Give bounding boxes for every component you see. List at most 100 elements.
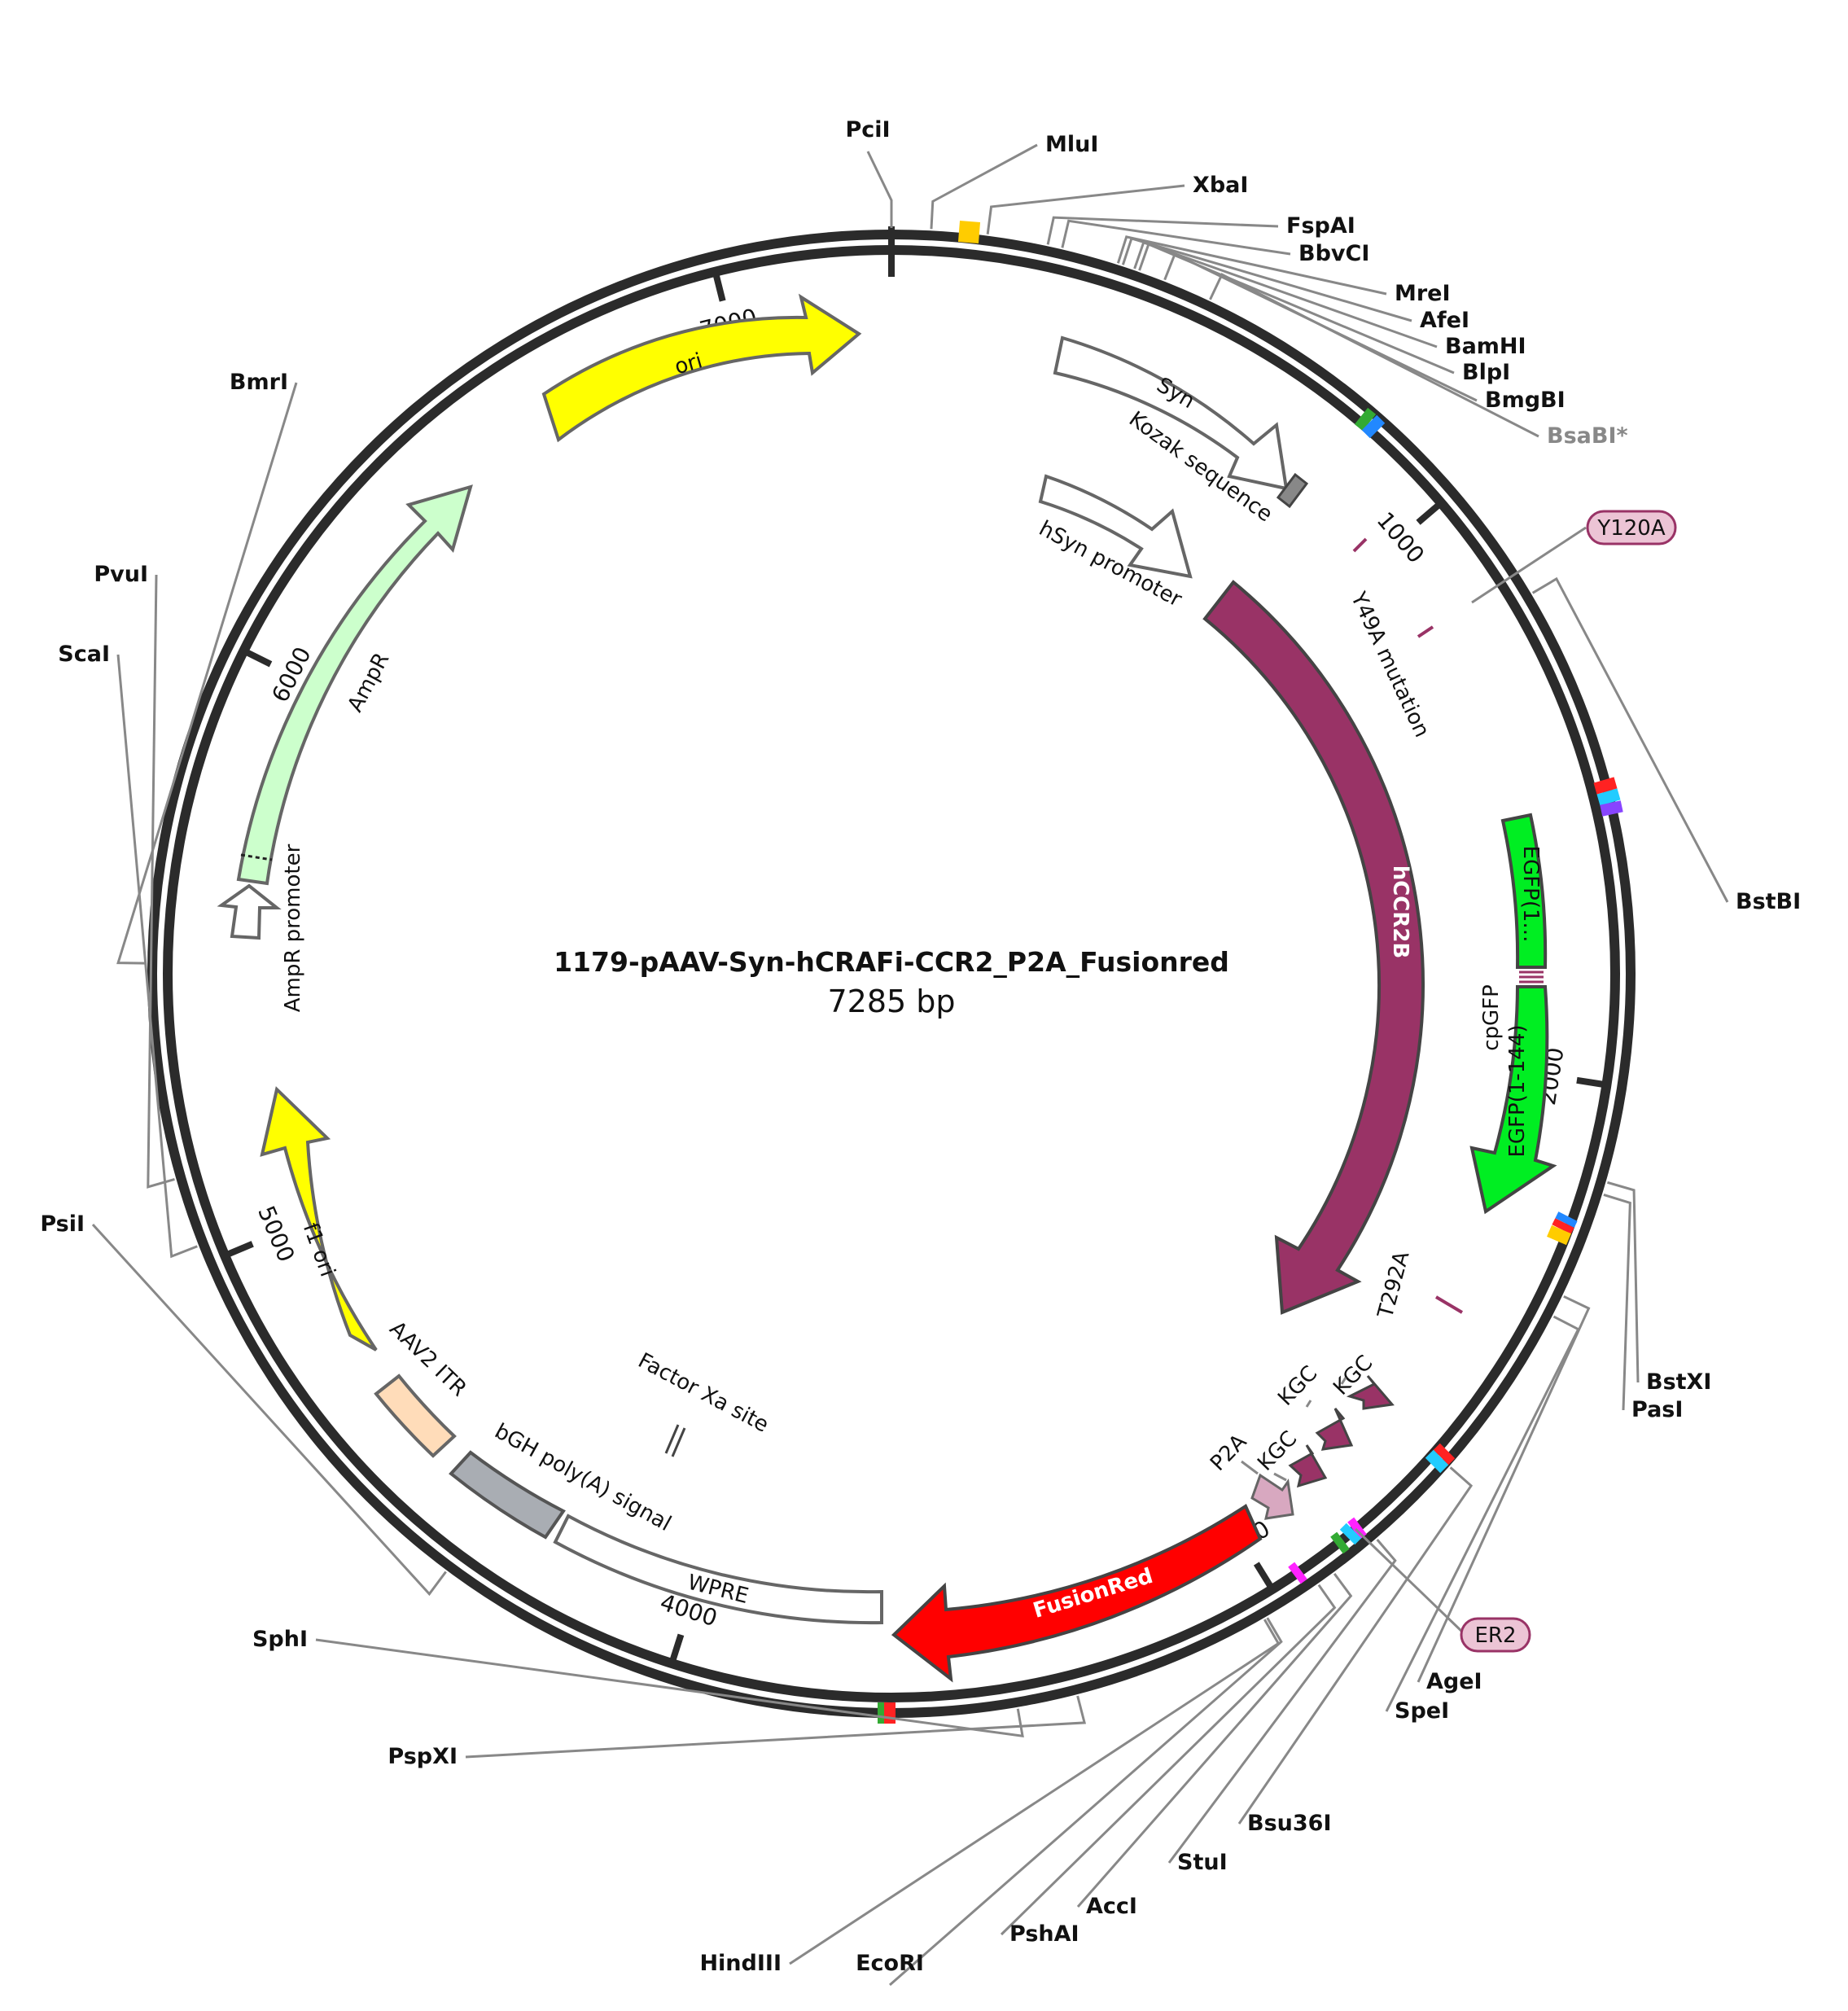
feature-f1-ori-label: f1 ori bbox=[298, 1220, 339, 1280]
enzyme-leader-pasi bbox=[1603, 1193, 1631, 1411]
enzyme-label-bsu36i[interactable]: Bsu36I bbox=[1247, 1811, 1332, 1836]
enzyme-label-bbvci[interactable]: BbvCI bbox=[1298, 241, 1369, 266]
tick-label-5000: 5000 bbox=[252, 1202, 300, 1265]
feature-fusionred[interactable] bbox=[891, 1504, 1263, 1683]
site-marker-pasi-3 bbox=[1547, 1225, 1571, 1246]
enzyme-label-mlui[interactable]: MluI bbox=[1045, 132, 1098, 157]
enzyme-leader-bstbi bbox=[1531, 576, 1729, 903]
tick-5000 bbox=[227, 1241, 254, 1257]
feature-egfp-1[interactable] bbox=[1500, 813, 1548, 969]
enzyme-label-psii[interactable]: PsiI bbox=[40, 1211, 85, 1237]
plasmid-name: 1179-pAAV-Syn-hCRAFi-CCR2_P2A_Fusionred bbox=[554, 946, 1229, 978]
enzyme-label-pspxi[interactable]: PspXI bbox=[388, 1744, 458, 1769]
t292a-label: T292A bbox=[1373, 1249, 1415, 1321]
feature-kgc-1[interactable] bbox=[1346, 1375, 1395, 1410]
kgc-leaders bbox=[1273, 1377, 1347, 1482]
er2-leader bbox=[1354, 1527, 1465, 1635]
enzyme-leader-pvui bbox=[147, 574, 175, 1189]
enzyme-leader-mrei bbox=[1116, 235, 1387, 296]
enzyme-label-bsabi[interactable]: BsaBI* bbox=[1547, 423, 1628, 449]
enzyme-leader-pcii bbox=[866, 151, 893, 228]
feature-ampr[interactable] bbox=[236, 484, 473, 886]
y120a-leader bbox=[1471, 526, 1587, 604]
p2a-leader bbox=[1241, 1460, 1259, 1475]
p2a-label: P2A bbox=[1206, 1430, 1251, 1476]
feature-wpre[interactable] bbox=[553, 1514, 883, 1625]
site-marker-pasi-2 bbox=[1555, 1211, 1578, 1228]
feature-hccr2b[interactable] bbox=[1202, 580, 1425, 1315]
feature-ampr-promoter[interactable] bbox=[217, 883, 282, 940]
feature-syn[interactable] bbox=[1053, 335, 1289, 491]
enzyme-leader-stui bbox=[1167, 1539, 1397, 1864]
enzyme-label-pvui[interactable]: PvuI bbox=[94, 562, 148, 587]
enzyme-leader-agei bbox=[1417, 1295, 1591, 1683]
enzyme-label-blpi[interactable]: BlpI bbox=[1462, 360, 1510, 385]
enzyme-label-stui[interactable]: StuI bbox=[1177, 1850, 1228, 1875]
enzyme-leader-blpi bbox=[1138, 243, 1455, 375]
enzyme-label-pasi[interactable]: PasI bbox=[1631, 1397, 1683, 1422]
site-marker-bstbi-1 bbox=[1593, 777, 1618, 795]
enzyme-leader-pspxi bbox=[465, 1695, 1087, 1759]
enzyme-label-bstxi[interactable]: BstXI bbox=[1646, 1369, 1711, 1395]
enzyme-leader-bamhi bbox=[1133, 240, 1438, 348]
tick-1000 bbox=[1416, 502, 1440, 525]
site-marker-agei-2 bbox=[1425, 1449, 1449, 1474]
enzyme-label-afei[interactable]: AfeI bbox=[1420, 308, 1469, 333]
enzyme-label-bamhi[interactable]: BamHI bbox=[1445, 334, 1526, 359]
enzyme-leader-bsabi bbox=[1209, 273, 1539, 438]
site-marker-pasi-1 bbox=[1552, 1218, 1574, 1234]
feature-kgc-3[interactable] bbox=[1288, 1444, 1328, 1488]
enzyme-label-hindiii[interactable]: HindIII bbox=[699, 1951, 782, 1976]
tick-7000 bbox=[713, 274, 726, 302]
feature-ori[interactable] bbox=[541, 293, 862, 443]
feature-f1-ori[interactable] bbox=[260, 1086, 378, 1352]
enzyme-label-pshai[interactable]: PshAI bbox=[1009, 1921, 1079, 1947]
feature-egfp-144[interactable] bbox=[1469, 985, 1557, 1215]
enzyme-label-spei[interactable]: SpeI bbox=[1395, 1698, 1449, 1724]
feature-aav2-itr[interactable] bbox=[374, 1374, 457, 1458]
kgc-label-2: KGC bbox=[1273, 1361, 1322, 1411]
feature-hccr2b-label: hCCR2B bbox=[1388, 865, 1412, 959]
enzyme-leader-bsu36i bbox=[1237, 1466, 1474, 1825]
enzyme-label-bmgbi[interactable]: BmgBI bbox=[1485, 388, 1566, 413]
enzyme-label-xbai[interactable]: XbaI bbox=[1193, 173, 1248, 198]
enzyme-label-fspai[interactable]: FspAI bbox=[1286, 213, 1355, 239]
enzyme-label-bmri[interactable]: BmrI bbox=[230, 370, 288, 395]
enzyme-label-acci[interactable]: AccI bbox=[1086, 1894, 1137, 1919]
enzyme-leader-spei bbox=[1385, 1315, 1580, 1712]
feature-egfp-144-label: EGFP(1-144) bbox=[1505, 1024, 1530, 1157]
enzyme-leader-hindiii bbox=[789, 1619, 1281, 1965]
badge-y120a[interactable]: Y120A bbox=[1586, 510, 1677, 545]
enzyme-leader-bmgbi bbox=[1163, 252, 1478, 402]
enzyme-label-scai[interactable]: ScaI bbox=[58, 642, 110, 667]
site-marker-spei-2 bbox=[1339, 1522, 1362, 1545]
enzyme-label-sphi[interactable]: SphI bbox=[252, 1627, 308, 1652]
enzyme-leader-sphi bbox=[315, 1638, 1024, 1738]
badge-er2[interactable]: ER2 bbox=[1460, 1617, 1531, 1653]
feature-ampr-promoter-label: AmpR promoter bbox=[281, 843, 305, 1012]
site-marker-mlui bbox=[957, 221, 981, 243]
feature-kgc-2[interactable] bbox=[1315, 1408, 1354, 1451]
enzyme-label-mrei[interactable]: MreI bbox=[1395, 281, 1451, 306]
feature-p2a[interactable] bbox=[1250, 1473, 1294, 1520]
enzyme-label-bstbi[interactable]: BstBI bbox=[1736, 889, 1801, 914]
enzyme-label-ecori[interactable]: EcoRI bbox=[856, 1951, 924, 1976]
factor-xa-label: Factor Xa site bbox=[634, 1348, 773, 1438]
ampr-junction bbox=[240, 853, 273, 861]
site-marker-spei-4 bbox=[1288, 1562, 1307, 1584]
feature-kozak[interactable] bbox=[1276, 472, 1309, 509]
feature-cpgfp-label: cpGFP bbox=[1479, 984, 1504, 1051]
feature-bgh-polya[interactable] bbox=[449, 1450, 566, 1540]
feature-factor-xa[interactable] bbox=[664, 1424, 686, 1457]
enzyme-label-pcii[interactable]: PciI bbox=[845, 117, 890, 142]
enzyme-leader-scai bbox=[116, 654, 198, 1259]
enzyme-leader-mlui bbox=[930, 143, 1038, 230]
enzyme-leader-bmri bbox=[116, 382, 298, 965]
tick-6000 bbox=[246, 649, 273, 668]
feature-hsyn-promoter[interactable] bbox=[1038, 474, 1193, 579]
tick-3000 bbox=[1253, 1562, 1273, 1588]
badge-y120a-label: Y120A bbox=[1596, 516, 1666, 541]
enzyme-label-agei[interactable]: AgeI bbox=[1426, 1669, 1482, 1694]
site-marker-spei-3 bbox=[1330, 1531, 1350, 1554]
